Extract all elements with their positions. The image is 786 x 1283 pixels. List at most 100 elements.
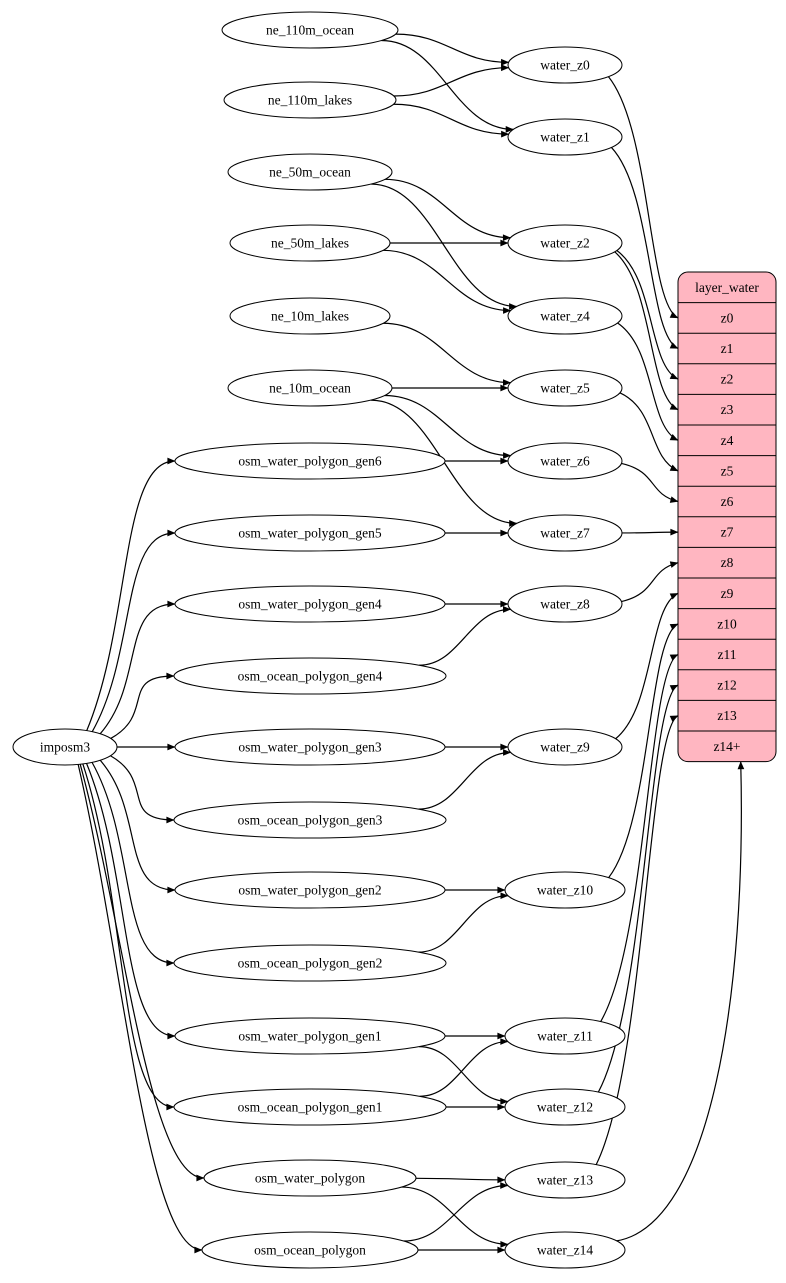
node-imposm3: imposm3 (12, 728, 118, 766)
record-row-z2: z2 (721, 372, 734, 387)
node-water_z13: water_z13 (504, 1161, 626, 1199)
edge-water_z11-to-layer_water-z11 (600, 653, 679, 1022)
node-label-osm_water_polygon_gen3: osm_water_polygon_gen3 (238, 740, 381, 755)
edge-osm_ocean_polygon-to-water_z13 (403, 1182, 509, 1242)
edge-ne_50m_ocean-to-water_z2 (384, 178, 511, 242)
node-label-osm_water_polygon_gen6: osm_water_polygon_gen6 (238, 454, 381, 469)
node-label-water_z10: water_z10 (537, 883, 593, 898)
node-label-water_z0: water_z0 (540, 58, 590, 73)
node-label-osm_water_polygon_gen2: osm_water_polygon_gen2 (238, 883, 381, 898)
edge-water_z14-to-layer_water-z14+ (615, 761, 745, 1242)
edge-imposm3-to-osm_ocean_polygon_gen3 (110, 755, 175, 824)
node-water_z9: water_z9 (507, 728, 623, 766)
node-label-imposm3: imposm3 (40, 740, 91, 755)
node-osm_ocean_polygon_gen2: osm_ocean_polygon_gen2 (173, 944, 447, 982)
record-layer-water: layer_waterz0z1z2z3z4z5z6z7z8z9z10z11z12… (677, 271, 777, 763)
node-label-osm_water_polygon_gen4: osm_water_polygon_gen4 (238, 597, 381, 612)
edge-water_z10-to-layer_water-z10 (608, 623, 679, 879)
edge-imposm3-to-osm_ocean_polygon (77, 764, 203, 1254)
edge-ne_110m_ocean-to-water_z0 (395, 33, 510, 66)
edge-water_z6-to-layer_water-z6 (621, 462, 679, 503)
edge-ne_50m_ocean-to-water_z4 (370, 183, 518, 310)
record-row-z12: z12 (717, 678, 737, 693)
node-water_z2: water_z2 (507, 224, 623, 262)
node-label-water_z6: water_z6 (540, 454, 590, 469)
edge-ne_110m_lakes-to-water_z1 (393, 103, 510, 138)
node-osm_water_polygon_gen5: osm_water_polygon_gen5 (174, 514, 446, 552)
edges-layer (77, 33, 745, 1254)
edge-osm_water_polygon-to-water_z14 (401, 1186, 509, 1248)
record-row-z1: z1 (721, 341, 734, 356)
node-label-ne_110m_lakes: ne_110m_lakes (268, 93, 352, 108)
node-ne_50m_ocean: ne_50m_ocean (227, 153, 393, 191)
node-label-water_z11: water_z11 (537, 1029, 593, 1044)
node-label-osm_water_polygon: osm_water_polygon (255, 1171, 365, 1186)
edge-osm_ocean_polygon_gen2-to-water_z10 (418, 892, 509, 953)
edge-imposm3-to-osm_ocean_polygon_gen1 (82, 763, 175, 1111)
node-osm_water_polygon_gen1: osm_water_polygon_gen1 (174, 1017, 446, 1055)
node-water_z4: water_z4 (507, 297, 623, 335)
node-osm_water_polygon: osm_water_polygon (203, 1159, 417, 1197)
node-ne_10m_ocean: ne_10m_ocean (227, 369, 393, 407)
edge-osm_ocean_polygon_gen1-to-water_z11 (419, 1038, 509, 1097)
record-row-z0: z0 (721, 310, 734, 325)
edge-imposm3-to-osm_water_polygon_gen2 (99, 759, 176, 894)
edge-imposm3-to-osm_water_polygon (79, 764, 205, 1182)
edge-ne_110m_ocean-to-water_z1 (381, 39, 514, 133)
node-osm_ocean_polygon_gen4: osm_ocean_polygon_gen4 (173, 657, 447, 695)
node-water_z8: water_z8 (507, 585, 623, 623)
node-water_z7: water_z7 (507, 514, 623, 552)
node-label-water_z4: water_z4 (540, 309, 590, 324)
record-row-z13: z13 (717, 708, 737, 723)
edge-imposm3-to-osm_ocean_polygon_gen4 (110, 672, 175, 739)
node-water_z11: water_z11 (504, 1017, 626, 1055)
edge-osm_water_polygon_gen1-to-water_z12 (418, 1046, 509, 1105)
node-osm_ocean_polygon_gen1: osm_ocean_polygon_gen1 (173, 1088, 447, 1126)
record-row-z4: z4 (721, 433, 734, 448)
record-row-z7: z7 (721, 525, 734, 540)
edge-ne_50m_lakes-to-water_z4 (383, 249, 512, 314)
record-row-z6: z6 (721, 494, 734, 509)
edge-water_z0-to-layer_water-z0 (607, 76, 679, 319)
node-water_z12: water_z12 (504, 1088, 626, 1126)
node-osm_water_polygon_gen3: osm_water_polygon_gen3 (174, 728, 446, 766)
node-water_z0: water_z0 (507, 46, 623, 84)
edge-imposm3-to-osm_water_polygon_gen1 (85, 763, 176, 1040)
node-ne_110m_ocean: ne_110m_ocean (221, 11, 399, 49)
edge-water_z7-to-layer_water-z7 (621, 528, 679, 536)
node-label-osm_ocean_polygon_gen1: osm_ocean_polygon_gen1 (238, 1100, 383, 1115)
node-label-ne_50m_lakes: ne_50m_lakes (271, 236, 349, 251)
node-label-osm_ocean_polygon: osm_ocean_polygon (254, 1243, 366, 1258)
node-label-ne_110m_ocean: ne_110m_ocean (266, 23, 354, 38)
edge-water_z8-to-layer_water-z8 (621, 561, 679, 603)
node-ne_50m_lakes: ne_50m_lakes (229, 224, 391, 262)
edge-ne_10m_ocean-to-water_z6 (384, 394, 512, 459)
edge-water_z2-to-layer_water-z2 (616, 250, 679, 380)
node-label-water_z7: water_z7 (540, 526, 590, 541)
edge-ne_110m_lakes-to-water_z0 (393, 64, 510, 97)
edge-imposm3-to-osm_water_polygon_gen5 (91, 529, 176, 732)
record-row-z3: z3 (721, 402, 734, 417)
edge-imposm3-to-osm_ocean_polygon_gen2 (91, 762, 175, 967)
node-label-osm_water_polygon_gen5: osm_water_polygon_gen5 (238, 526, 381, 541)
edge-water_z5-to-layer_water-z5 (619, 392, 679, 472)
node-label-osm_ocean_polygon_gen2: osm_ocean_polygon_gen2 (238, 956, 383, 971)
node-water_z1: water_z1 (507, 118, 623, 156)
record-row-z8: z8 (721, 555, 734, 570)
edge-water_z9-to-layer_water-z9 (615, 592, 679, 740)
node-label-osm_ocean_polygon_gen4: osm_ocean_polygon_gen4 (238, 669, 383, 684)
node-water_z6: water_z6 (507, 442, 623, 480)
node-label-water_z8: water_z8 (540, 597, 590, 612)
node-osm_ocean_polygon_gen3: osm_ocean_polygon_gen3 (173, 801, 447, 839)
node-water_z14: water_z14 (504, 1231, 626, 1269)
edge-water_z1-to-layer_water-z1 (611, 147, 679, 350)
node-label-osm_water_polygon_gen1: osm_water_polygon_gen1 (238, 1029, 381, 1044)
node-water_z10: water_z10 (504, 871, 626, 909)
record-row-z14+: z14+ (713, 739, 740, 754)
edge-ne_10m_lakes-to-water_z5 (383, 322, 512, 386)
record-row-z9: z9 (721, 586, 734, 601)
node-label-water_z12: water_z12 (537, 1100, 593, 1115)
node-label-ne_10m_lakes: ne_10m_lakes (271, 309, 349, 324)
record-row-z5: z5 (721, 463, 734, 478)
